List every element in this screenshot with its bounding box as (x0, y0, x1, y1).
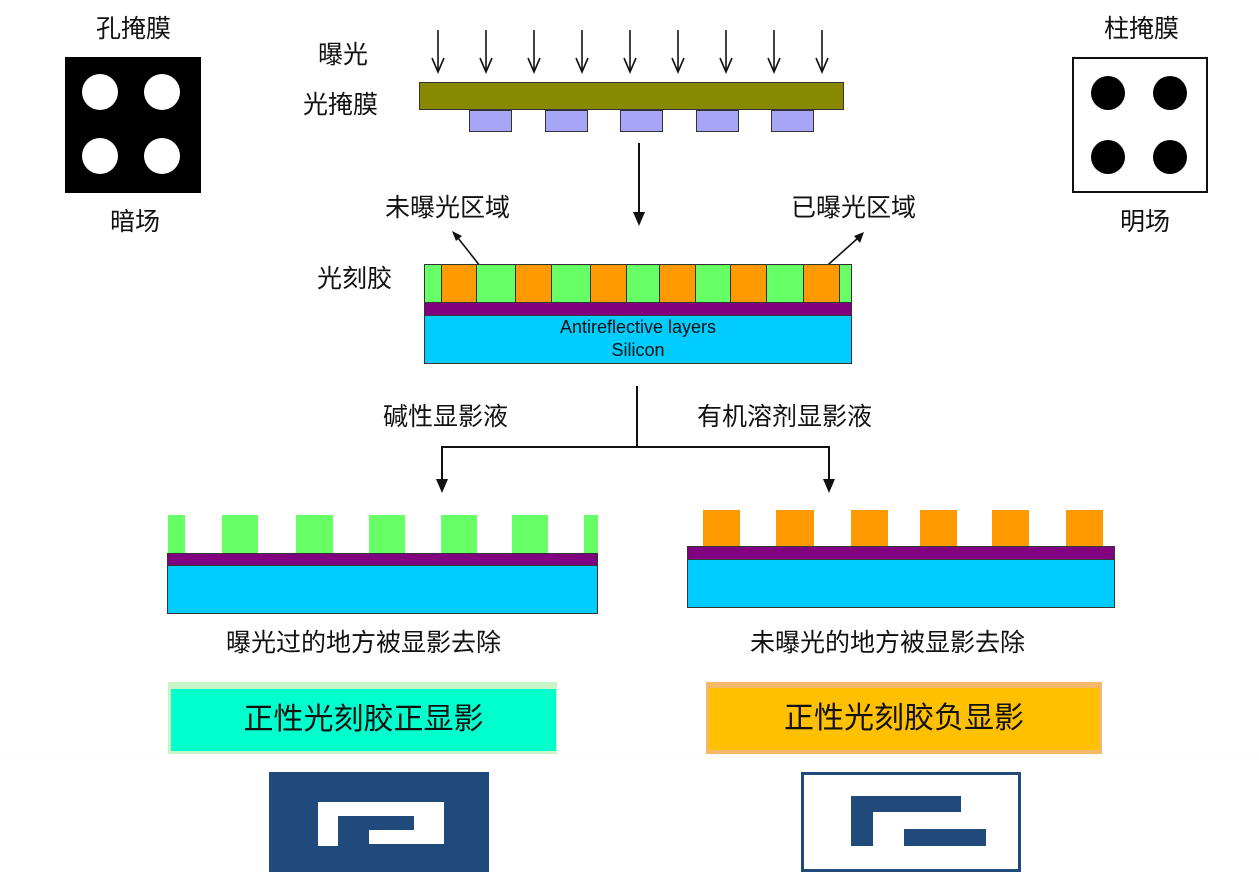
logo-filled-mark-cut (369, 816, 414, 830)
mask-pad (696, 110, 739, 132)
antireflective-text: Antireflective layers (559, 317, 717, 337)
logo-filled-mark-bottom (369, 830, 444, 844)
antireflective-layer (424, 302, 852, 316)
silicon-text: Silicon (611, 340, 665, 360)
right-resist-remaining (992, 510, 1029, 547)
left-resist-remaining (296, 515, 333, 554)
resist-exposed-block (730, 265, 767, 302)
photomask-label: 光掩膜 (303, 90, 379, 119)
pillar-1 (1091, 76, 1125, 110)
resist-exposed-block (441, 265, 477, 302)
logo-filled-mark-stem (318, 802, 338, 846)
left-resist-remaining (584, 515, 598, 554)
left-resist-remaining (168, 515, 185, 554)
right-banner: 正性光刻胶负显影 (709, 688, 1099, 750)
pillar-mask-icon (1072, 57, 1208, 193)
right-resist-remaining (703, 510, 740, 547)
pillar-3 (1091, 140, 1125, 174)
right-silicon (687, 559, 1115, 608)
mask-pad (469, 110, 512, 132)
bright-field-label: 明场 (1120, 207, 1171, 236)
logo-filled-mark-top (318, 802, 444, 816)
logo-outline-mark-bottom (904, 829, 986, 846)
resist-exposed-block (659, 265, 696, 302)
left-result-caption: 曝光过的地方被显影去除 (226, 628, 502, 657)
right-resist-remaining (776, 510, 814, 547)
right-resist-remaining (851, 510, 888, 547)
left-silicon (167, 565, 598, 614)
left-banner: 正性光刻胶正显影 (171, 689, 556, 751)
logo-filled-icon (269, 772, 489, 872)
mask-pad (771, 110, 814, 132)
resist-exposed-block (515, 265, 552, 302)
right-antireflective (687, 546, 1115, 560)
left-resist-remaining (512, 515, 548, 554)
background-inner (0, 18, 1259, 753)
pillar-2 (1153, 76, 1187, 110)
left-resist-remaining (369, 515, 405, 554)
hole-2 (144, 74, 180, 110)
right-result-caption: 未曝光的地方被显影去除 (750, 628, 1026, 657)
resist-layer (424, 264, 852, 303)
hole-3 (82, 138, 118, 174)
mask-pad (620, 110, 663, 132)
dark-field-label: 暗场 (110, 207, 161, 236)
right-resist-remaining (920, 510, 957, 547)
logo-outline-icon (801, 772, 1021, 872)
left-resist-remaining (222, 515, 258, 554)
left-resist-remaining (441, 515, 477, 554)
unexposed-region-label: 未曝光区域 (385, 193, 511, 222)
silicon-layer (424, 315, 852, 364)
resist-exposed-block (803, 265, 840, 302)
hole-mask-icon (65, 57, 201, 193)
right-resist-remaining (1066, 510, 1103, 547)
pillar-mask-title: 柱掩膜 (1104, 14, 1180, 43)
resist-exposed-block (590, 265, 627, 302)
hole-1 (82, 74, 118, 110)
pillar-4 (1153, 140, 1187, 174)
hole-4 (144, 138, 180, 174)
exposed-region-label: 已曝光区域 (791, 193, 917, 222)
photoresist-label: 光刻胶 (317, 264, 393, 293)
alkaline-developer-label: 碱性显影液 (383, 402, 509, 431)
mask-pad (545, 110, 588, 132)
photomask-bar (419, 82, 844, 110)
organic-developer-label: 有机溶剂显影液 (697, 402, 873, 431)
hole-mask-title: 孔掩膜 (96, 14, 172, 43)
logo-outline-mark-top (851, 796, 961, 812)
logo-outline-mark-stem (851, 796, 873, 846)
exposure-label: 曝光 (318, 40, 369, 69)
